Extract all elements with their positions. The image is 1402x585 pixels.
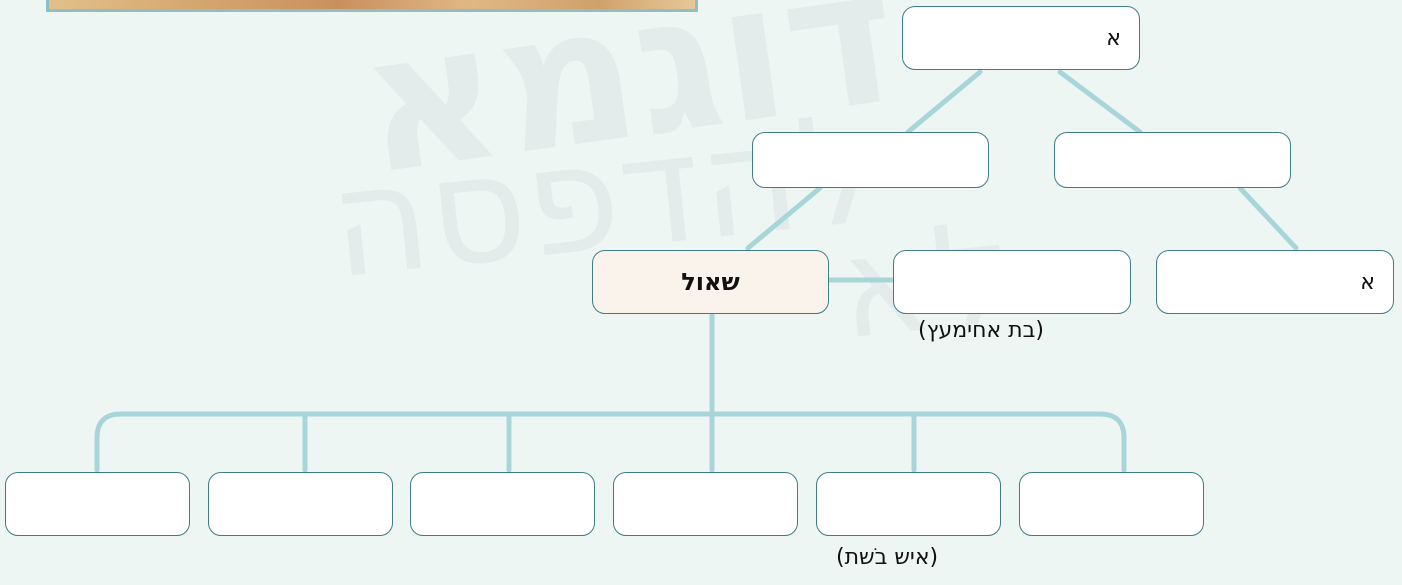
- node-wife: [893, 250, 1131, 314]
- node-child-3: [410, 472, 595, 536]
- node-child-5: [816, 472, 1001, 536]
- connector-midleft-main: [745, 185, 823, 251]
- node-right: א: [1156, 250, 1394, 314]
- node-child-2: [208, 472, 393, 536]
- node-middle-right: [1054, 132, 1291, 188]
- connector-top-left: [905, 69, 983, 135]
- note-wife: (בת אחימעץ): [918, 318, 1044, 343]
- connector-top-right: [1057, 69, 1143, 135]
- illustration-strip: [46, 0, 698, 12]
- note-child-5: (איש בֹשת): [836, 545, 939, 570]
- node-child-6: [1019, 472, 1204, 536]
- node-main: שאול: [592, 250, 829, 314]
- node-top: א: [902, 6, 1140, 70]
- connector-midright-right: [1237, 185, 1299, 251]
- node-child-1: [5, 472, 190, 536]
- node-child-4: [613, 472, 798, 536]
- node-middle-left: [752, 132, 989, 188]
- connector-children-bus: [94, 411, 1127, 473]
